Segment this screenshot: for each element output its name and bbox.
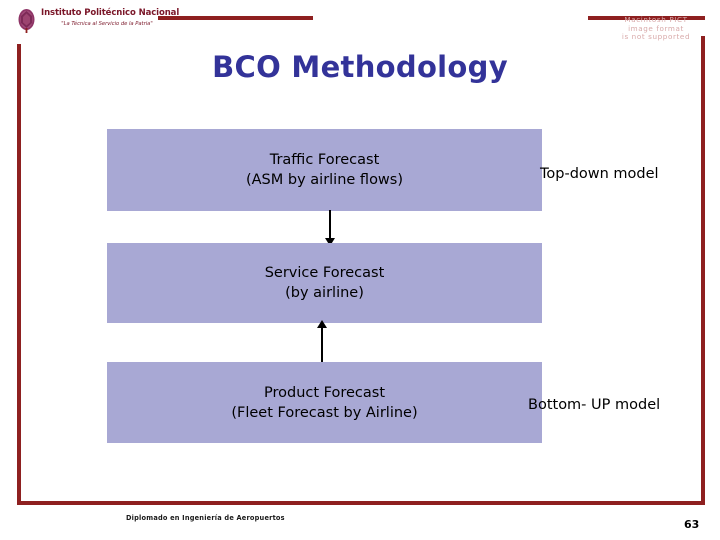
box-service-line-2: (by airline) (285, 285, 364, 301)
pict-placeholder-line-2: image format (628, 23, 684, 33)
ipn-crest-icon (18, 9, 35, 33)
pict-image-placeholder: Macintosh PICT image format is not suppo… (604, 15, 708, 42)
footer-course-name: Diplomado en Ingeniería de Aeropuertos (126, 514, 285, 522)
ipn-institution-name: Instituto Politécnico Nacional (41, 8, 180, 18)
frame-top-right-rule (588, 16, 705, 20)
label-top-down-model: Top-down model (540, 166, 659, 182)
diagram-box-service-forecast: Service Forecast (by airline) (107, 243, 542, 323)
ipn-tagline: "La Técnica al Servicio de la Patria" (61, 21, 153, 27)
box-traffic-line-2: (ASM by airline flows) (245, 172, 404, 188)
arrow-head (325, 238, 335, 246)
ipn-logo: Instituto Politécnico Nacional "La Técni… (14, 6, 180, 42)
diagram-box-product-forecast: Product Forecast (Fleet Forecast by Airl… (107, 362, 542, 443)
arrow-shaft (329, 210, 331, 239)
slide-title: BCO Methodology (212, 50, 508, 84)
arrow-product-to-service-icon (315, 320, 329, 364)
diagram-box-traffic-forecast: Traffic Forecast (ASM by airline flows) (107, 129, 542, 211)
box-product-line-1: Product Forecast (263, 384, 386, 401)
box-traffic-line-1: Traffic Forecast (269, 152, 380, 168)
frame-top-left-rule (158, 16, 313, 20)
pict-placeholder-line-1: Macintosh PICT (624, 15, 688, 24)
frame-bottom-rule (17, 501, 705, 505)
ipn-logo-text: Instituto Politécnico Nacional "La Técni… (41, 8, 180, 29)
box-service-line-1: Service Forecast (264, 265, 385, 281)
page-number: 63 (684, 518, 700, 531)
frame-right-rule (701, 36, 705, 505)
box-product-line-2: (Fleet Forecast by Airline) (231, 404, 418, 421)
arrow-shaft (321, 328, 323, 364)
arrow-head (317, 320, 327, 328)
frame-left-rule (17, 44, 21, 505)
pict-placeholder-line-3: is not supported (621, 32, 691, 42)
label-bottom-up-model: Bottom- UP model (528, 397, 661, 413)
arrow-traffic-to-service-icon (323, 210, 337, 246)
